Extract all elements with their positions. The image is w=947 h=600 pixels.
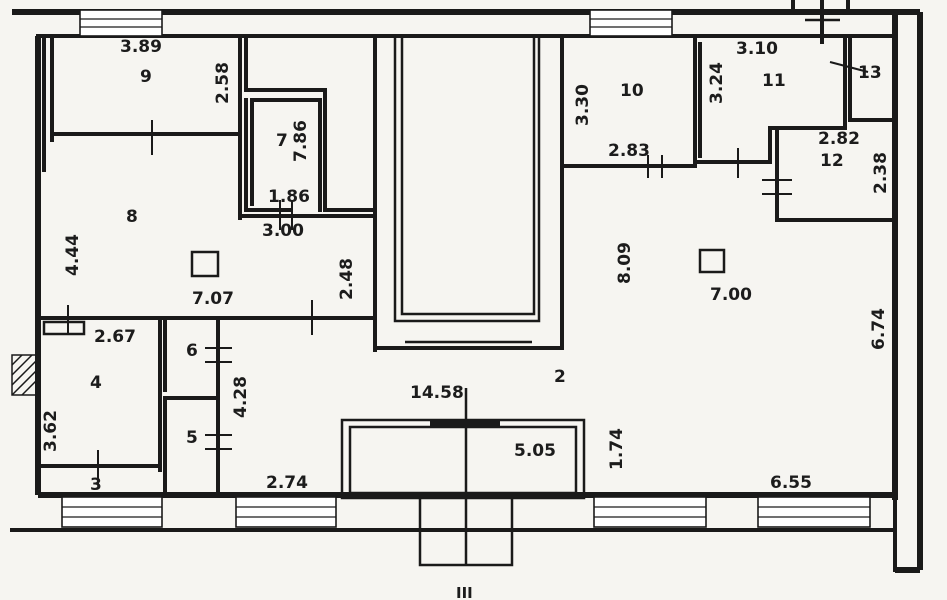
dimension-label: 3.62	[41, 410, 61, 452]
vent-icon	[190, 250, 220, 278]
dimension-label: 4.44	[63, 234, 83, 276]
dimension-label: 2.48	[337, 258, 357, 300]
room-number-9: 9	[140, 67, 152, 87]
room-number-3: 3	[90, 475, 102, 495]
window-top-left	[79, 9, 163, 37]
dimension-label: 2.38	[871, 152, 891, 194]
windows	[61, 9, 871, 528]
window-bottom-2	[235, 496, 337, 528]
dimension-label: 2.58	[213, 62, 233, 104]
room-number-6: 6	[186, 341, 198, 361]
entrance-block	[340, 388, 586, 567]
hatched-block	[11, 354, 37, 396]
right-rooms-walls	[563, 38, 897, 222]
dimension-label: 7.07	[192, 289, 234, 309]
room-number-10: 10	[620, 81, 644, 101]
window-top-right	[589, 9, 673, 37]
dimension-label: 1.86	[268, 187, 310, 207]
dimension-labels-horizontal: 3.89 1.86 3.00 7.07 2.67 2.74 14.58 5.05…	[94, 37, 860, 493]
dimension-labels-vertical: 2.58 7.86 4.44 2.48 3.62 4.28 1.74 3.30 …	[41, 62, 891, 470]
room-number-5: 5	[186, 428, 198, 448]
dimension-label: 3.30	[573, 84, 593, 126]
room-number-12: 12	[820, 151, 844, 171]
dimension-label: 14.58	[410, 383, 464, 403]
window-bottom-4	[757, 496, 871, 528]
room-number-11: 11	[762, 71, 786, 91]
dimension-label: 4.28	[231, 376, 251, 418]
dimension-label: 3.89	[120, 37, 162, 57]
dimension-label: 2.67	[94, 327, 136, 347]
door-marks	[67, 61, 869, 485]
room-number-8: 8	[126, 207, 138, 227]
dimension-label: 3.00	[262, 221, 304, 241]
dimension-label: 2.74	[266, 473, 308, 493]
dimension-label: 2.83	[608, 141, 650, 161]
left-rooms-walls	[36, 34, 564, 497]
room-number-4: 4	[90, 373, 102, 393]
dimension-label: 3.24	[707, 62, 727, 104]
vent-icon	[698, 248, 726, 274]
dimension-label: 6.55	[770, 473, 812, 493]
room-number-13: 13	[858, 63, 882, 83]
top-right-balcony	[791, 0, 850, 44]
room-number-2: 2	[554, 367, 566, 387]
dimension-label: 6.74	[869, 308, 889, 350]
window-bottom-1	[61, 496, 163, 528]
dimension-label: 5.05	[514, 441, 556, 461]
dimension-label: 2.82	[818, 129, 860, 149]
window-bottom-3	[593, 496, 707, 528]
dimension-label: 7.86	[291, 120, 311, 162]
dimension-label: 1.74	[607, 428, 627, 470]
room-number-7: 7	[276, 131, 288, 151]
room-numbers: 9 7 8 4 3 6 5 2 10 11 12 13	[90, 63, 882, 495]
dimension-label: 8.09	[615, 242, 635, 284]
axis-marker: III	[456, 584, 473, 600]
dimension-label: 7.00	[710, 285, 752, 305]
dimension-label: 3.10	[736, 39, 778, 59]
